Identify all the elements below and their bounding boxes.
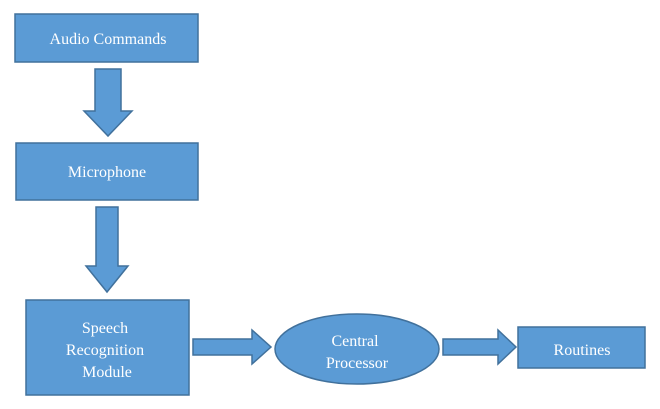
speech-recognition-line-1: Speech [82,320,128,337]
node-central-processor: Central Processor [274,313,440,385]
central-processor-line-1: Central [331,333,379,350]
speech-recognition-line-3: Module [82,364,132,381]
audio-commands-label: Audio Commands [50,31,167,48]
speech-recognition-label: Speech Recognition Module [66,320,148,381]
node-speech-recognition-module: Speech Recognition Module [25,299,190,396]
node-audio-commands: Audio Commands [14,13,199,63]
speech-recognition-box [25,299,190,396]
arrow-microphone-to-speech [84,206,130,294]
arrow-speech-to-processor [192,328,273,366]
central-processor-line-2: Processor [326,355,389,372]
arrow-audio-to-microphone [82,68,134,138]
node-microphone: Microphone [15,142,199,201]
routines-box [517,326,646,369]
microphone-label: Microphone [68,164,146,181]
node-routines: Routines [517,326,646,369]
speech-recognition-line-2: Recognition [66,342,144,359]
microphone-box [15,142,199,201]
audio-commands-box [14,13,199,63]
central-processor-label: Central Processor [326,333,389,372]
central-processor-ellipse [274,313,440,385]
routines-label: Routines [554,342,611,359]
arrow-processor-to-routines [442,328,518,366]
